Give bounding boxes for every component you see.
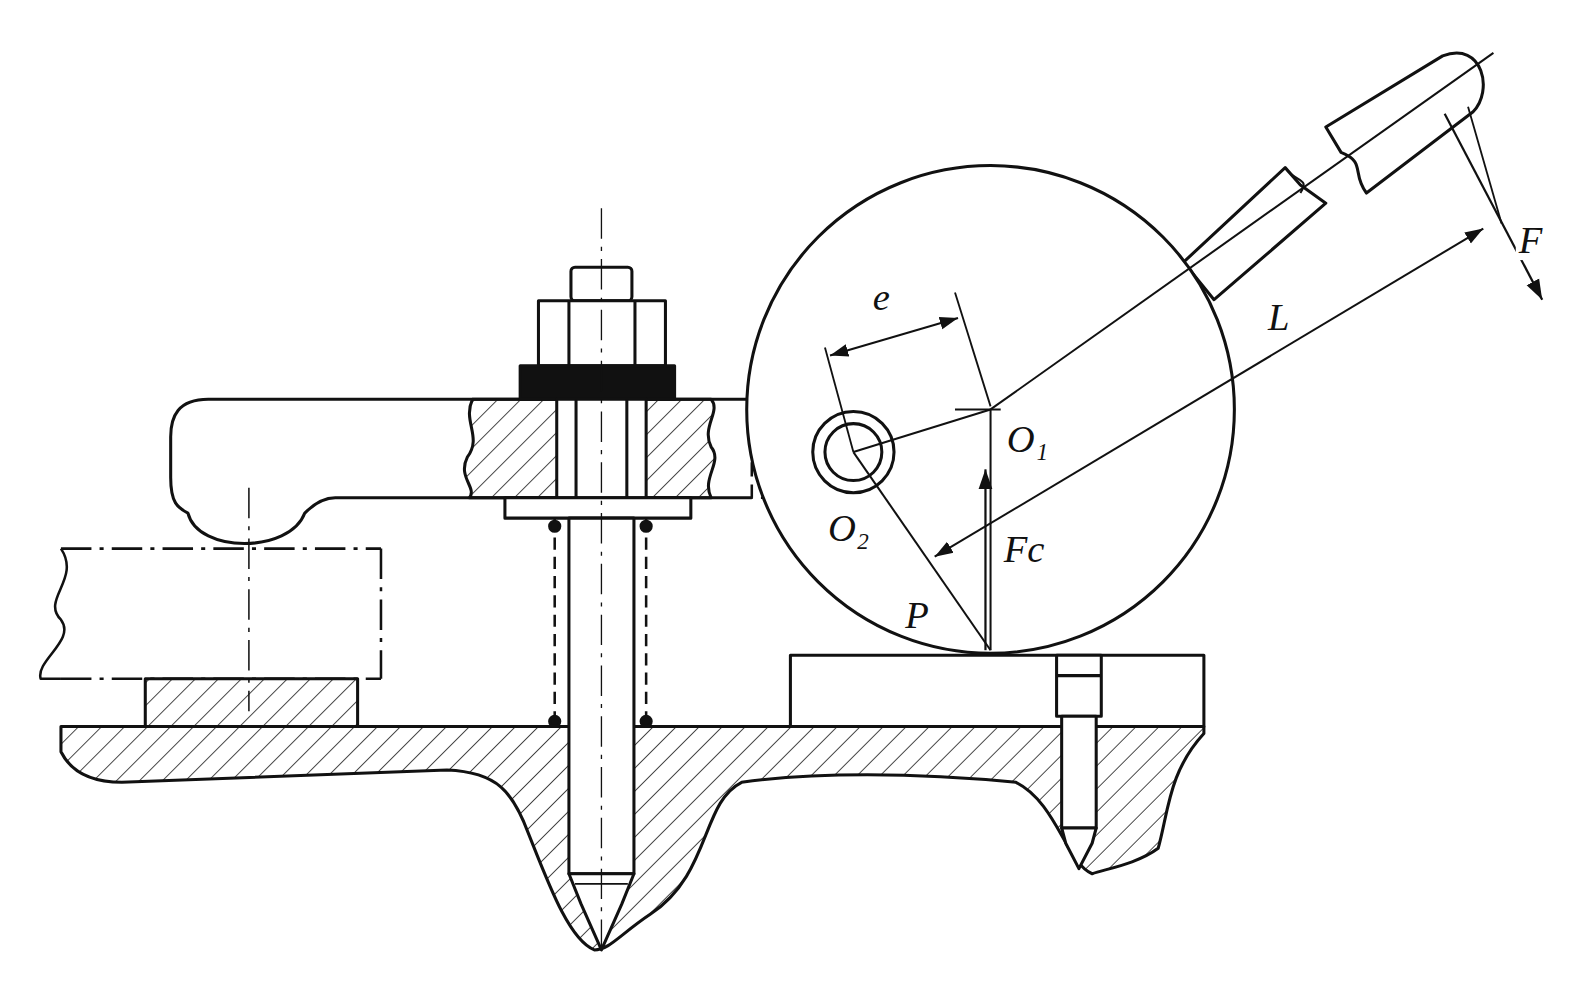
- dimension-label: e: [870, 276, 893, 317]
- dimension-label: O₂: [825, 508, 872, 549]
- dimension-label: P: [902, 594, 932, 635]
- dimension-label: F: [1516, 219, 1546, 260]
- dimension-label: Fc: [1001, 528, 1048, 569]
- dimension-label: L: [1265, 297, 1293, 338]
- dimension-label: O₁: [1004, 419, 1051, 460]
